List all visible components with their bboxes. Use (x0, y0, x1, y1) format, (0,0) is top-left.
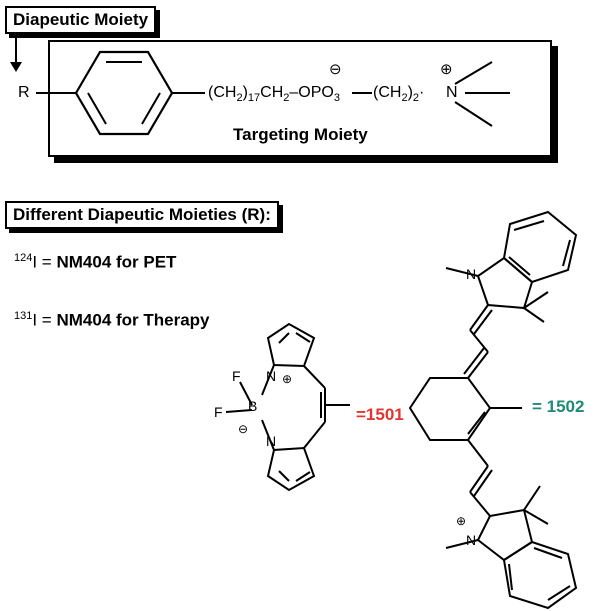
diapeutic-moiety-label: Diapeutic Moiety (5, 6, 157, 34)
bodipy-f1: F (232, 368, 241, 384)
item-pet: 124I = NM404 for PET (14, 252, 177, 272)
label-1502: = 1502 (532, 397, 585, 416)
bodipy-minus: ⊖ (238, 422, 249, 436)
arrow-head (10, 62, 22, 72)
ammonium-n: N (446, 84, 458, 101)
ammonium-charge: ⊕ (440, 61, 453, 78)
bodipy-n-top: N (266, 368, 277, 384)
bodipy-f2: F (214, 404, 223, 420)
ethyl-linker: (CH2)2· (373, 84, 425, 105)
bodipy-n-bottom: N (266, 433, 277, 449)
targeting-moiety-label: Targeting Moiety (233, 125, 368, 144)
cyanine-n-top: N (466, 266, 477, 282)
chain-formula: (CH2)17CH2–OPO3 (208, 84, 340, 105)
bodipy-b: B (248, 398, 258, 414)
cyanine-n-bottom: N (466, 532, 477, 548)
item-therapy: 131I = NM404 for Therapy (14, 310, 210, 330)
phosphate-charge: ⊖ (329, 61, 342, 78)
different-moieties-label: Different Diapeutic Moieties (R): (5, 201, 279, 229)
label-1501: =1501 (356, 405, 404, 424)
bodipy-plus: ⊕ (282, 372, 293, 386)
r-group-label: R (18, 84, 30, 101)
targeting-moiety-box (48, 40, 552, 157)
cyanine-plus: ⊕ (456, 514, 467, 528)
